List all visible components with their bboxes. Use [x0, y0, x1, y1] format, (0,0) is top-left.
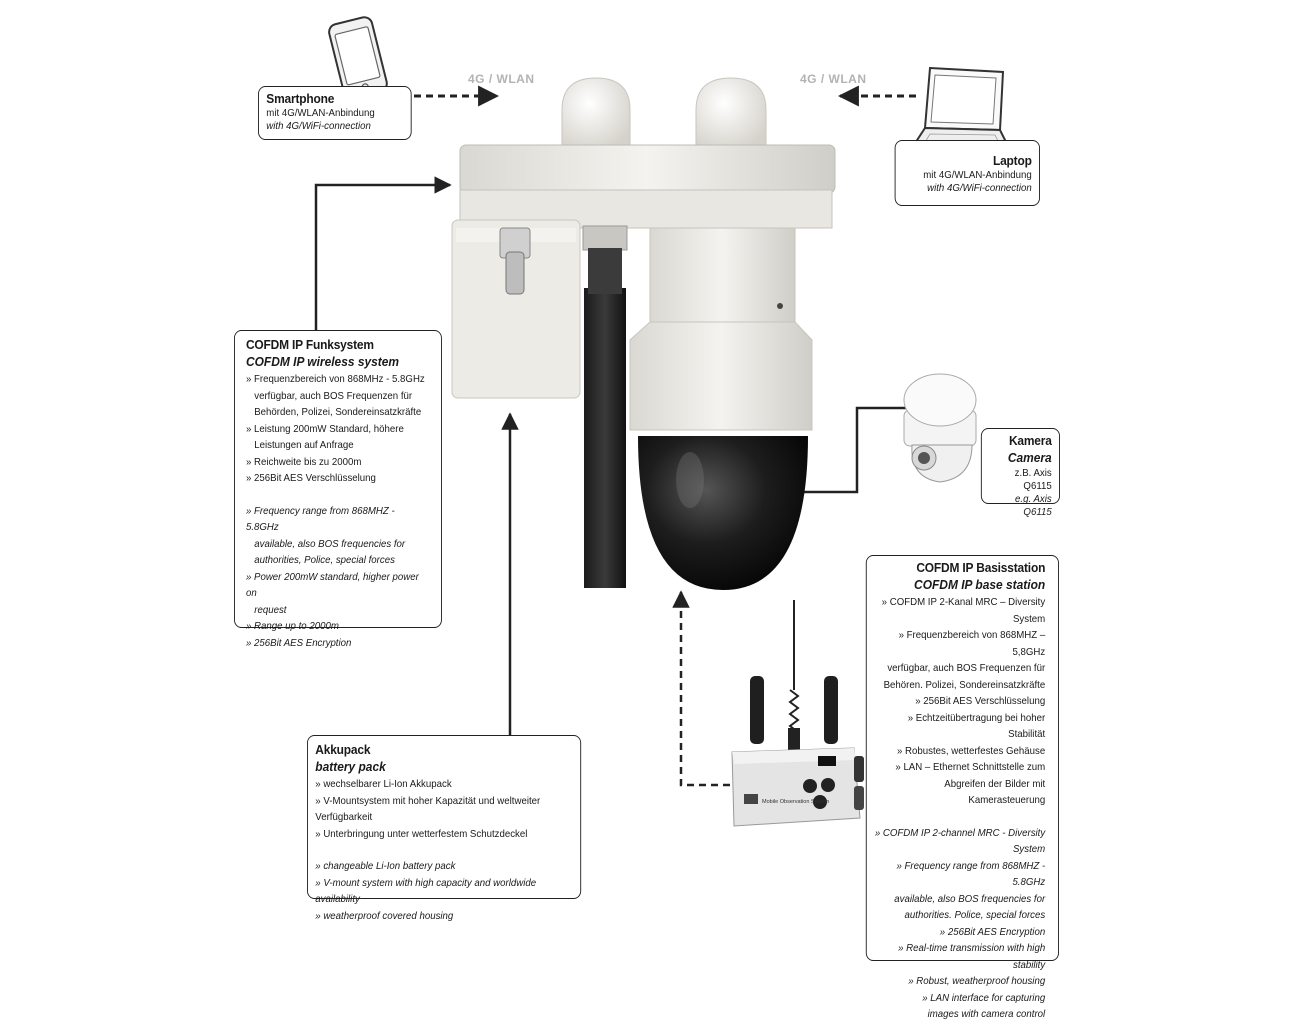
list-item: » Robust, weatherproof housing [908, 975, 1046, 987]
connector-funksystem [314, 176, 452, 332]
list-item: » LAN interface for capturing [922, 991, 1046, 1004]
laptop-callout: Laptop mit 4G/WLAN-Anbindung with 4G/WiF… [894, 140, 1040, 206]
camera-title: Kamera [1008, 433, 1052, 448]
list-item: » 256Bit AES Verschlüsselung [915, 695, 1046, 707]
akkupack-callout: Akkupack battery pack » wechselbarer Li-… [307, 735, 582, 922]
camera-subtitle: Camera [1007, 450, 1052, 465]
list-item: Abgreifen der Bilder mit Kamerasteuerung [944, 777, 1046, 807]
akkupack-list: » wechselbarer Li-Ion Akkupack » V-Mount… [315, 776, 573, 924]
connector-camera [804, 406, 906, 494]
list-item: » Range up to 2000m [245, 620, 339, 632]
camera-line-en: e.g. Axis Q6115 [1015, 493, 1052, 518]
list-item: » Robustes, wetterfestes Gehäuse [896, 744, 1046, 757]
list-item: » Frequency range from 868MHZ - 5.8GHz [896, 859, 1046, 889]
connector-basisstation [672, 590, 730, 787]
list-spacer [872, 809, 1045, 825]
list-item: » Power 200mW standard, higher power on [245, 570, 419, 600]
list-item: » weatherproof covered housing [315, 909, 454, 922]
list-item: available, also BOS frequencies for [254, 537, 406, 550]
camera-callout: Kamera Camera z.B. Axis Q6115 e.g. Axis … [980, 428, 1060, 518]
list-item: » Reichweite bis zu 2000m [245, 455, 362, 468]
list-item: Leistungen auf Anfrage [254, 439, 354, 451]
base-station-illustration [731, 600, 864, 827]
list-item: authorities. Police, special forces [904, 909, 1046, 921]
list-item: » Frequency range from 868MHZ - 5.8GHz [245, 504, 395, 534]
list-item: verfügbar, auch BOS Frequenzen für [887, 662, 1046, 674]
akkupack-subtitle: battery pack [315, 759, 386, 774]
list-item: Behörden, Polizei, Sondereinsatzkräfte [254, 406, 422, 418]
basisstation-callout: COFDM IP Basisstation COFDM IP base stat… [865, 555, 1059, 1020]
list-item: » Unterbringung unter wetterfestem Schut… [315, 827, 528, 840]
funksystem-list: » Frequenzbereich von 868MHz - 5.8GHz ve… [246, 371, 430, 651]
list-item: » Frequenzbereich von 868MHz - 5.8GHz [245, 373, 425, 385]
laptop-title: Laptop [992, 153, 1032, 168]
smartphone-line-en: with 4G/WiFi-connection [266, 120, 371, 132]
funksystem-callout: COFDM IP Funksystem COFDM IP wireless sy… [234, 330, 442, 649]
smartphone-line-de: mit 4G/WLAN-Anbindung [266, 107, 375, 119]
main-unit-illustration [451, 77, 836, 590]
list-item: » COFDM IP 2-Kanal MRC – Diversity [881, 596, 1046, 608]
camera-line-de: z.B. Axis Q6115 [1014, 467, 1052, 492]
base-station-device-label: Mobile Observation System [762, 799, 830, 805]
list-item: request [254, 603, 287, 616]
list-item: Behören. Polizei, Sondereinsatzkräfte [883, 678, 1046, 691]
list-item: » 256Bit AES Verschlüsselung [245, 472, 376, 484]
list-item: » V-mount system with high capacity and … [315, 876, 537, 906]
list-item: » Leistung 200mW Standard, höhere [245, 422, 404, 435]
funksystem-subtitle: COFDM IP wireless system [245, 354, 400, 369]
list-item: » Real-time transmission with high stabi… [898, 942, 1046, 971]
akkupack-title: Akkupack [315, 742, 371, 757]
list-spacer [246, 487, 430, 503]
laptop-line-en: with 4G/WiFi-connection [927, 182, 1032, 194]
laptop-line-de: mit 4G/WLAN-Anbindung [923, 169, 1032, 181]
list-item: images with camera control [927, 1008, 1046, 1020]
list-item: » Frequenzbereich von 868MHZ – 5,8GHz [898, 629, 1046, 658]
list-item: » 256Bit AES Encryption [245, 636, 352, 649]
wlan-label-left: 4G / WLAN [468, 72, 535, 86]
list-item: » LAN – Ethernet Schnittstelle zum [895, 761, 1046, 773]
list-spacer [315, 842, 573, 858]
smartphone-icon [328, 16, 388, 100]
smartphone-callout: Smartphone mit 4G/WLAN-Anbindung with 4G… [258, 86, 412, 140]
list-item: » COFDM IP 2-channel MRC - Diversity [874, 826, 1046, 839]
wlan-label-right: 4G / WLAN [800, 72, 867, 86]
list-item: » Echtzeitübertragung bei hoher Stabilit… [907, 711, 1046, 741]
list-item: » changeable Li-Ion battery pack [315, 860, 456, 872]
basisstation-subtitle: COFDM IP base station [914, 577, 1046, 592]
funksystem-title: COFDM IP Funksystem [245, 337, 374, 352]
list-item: » 256Bit AES Encryption [939, 925, 1046, 938]
list-item: » wechselbarer Li-Ion Akkupack [315, 778, 452, 790]
list-item: System [1012, 843, 1046, 855]
diagram-graphics: Mobile Observation System [314, 16, 1012, 827]
list-item: » V-Mountsystem mit hoher Kapazität und … [315, 794, 541, 824]
list-item: System [1012, 612, 1046, 625]
basisstation-title: COFDM IP Basisstation [916, 560, 1046, 575]
camera-icon [903, 373, 977, 483]
list-item: authorities, Police, special forces [254, 554, 395, 566]
basisstation-list: » COFDM IP 2-Kanal MRC – Diversity Syste… [872, 594, 1045, 1023]
list-item: verfügbar, auch BOS Frequenzen für [254, 389, 413, 402]
smartphone-title: Smartphone [266, 91, 335, 106]
list-item: available, also BOS frequencies for [894, 892, 1046, 905]
